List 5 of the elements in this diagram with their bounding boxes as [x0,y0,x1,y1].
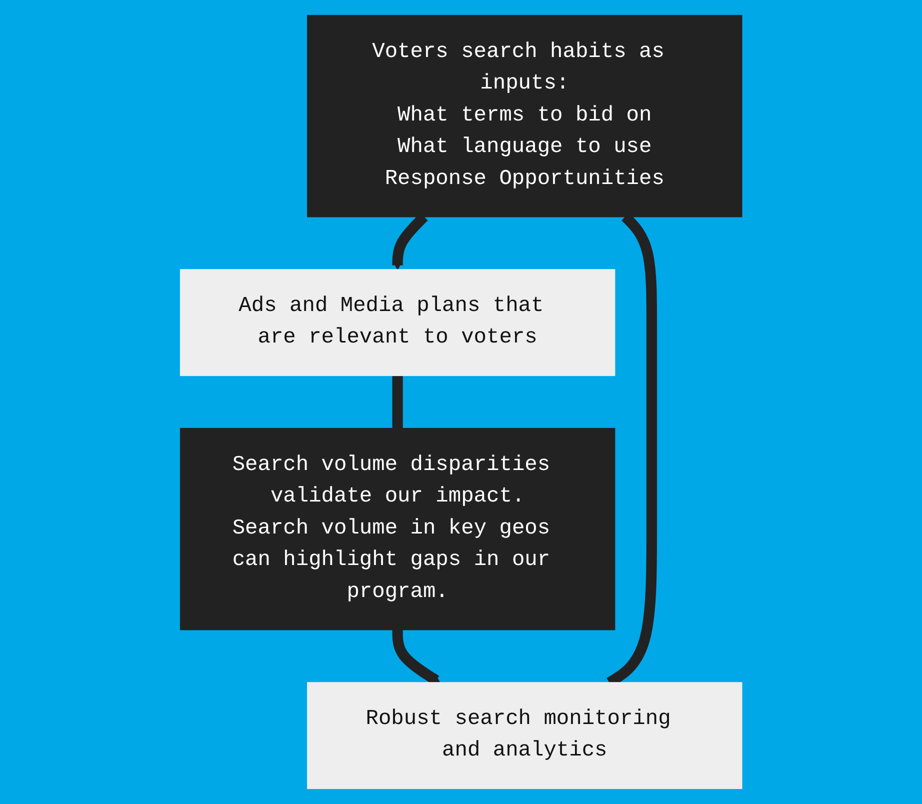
node-box: Search volume disparities validate our impact. Search volume in key geos can highlight gaps in our program. [180,428,616,630]
connector [392,374,403,430]
node-box: Voters search habits as inputs: What terms to bid on What language to use Response Opportunities [306,14,742,218]
node-box: Ads and Media plans that are relevant to voters [180,269,616,376]
node-box: Robust search monitoring and analytics [306,682,742,790]
